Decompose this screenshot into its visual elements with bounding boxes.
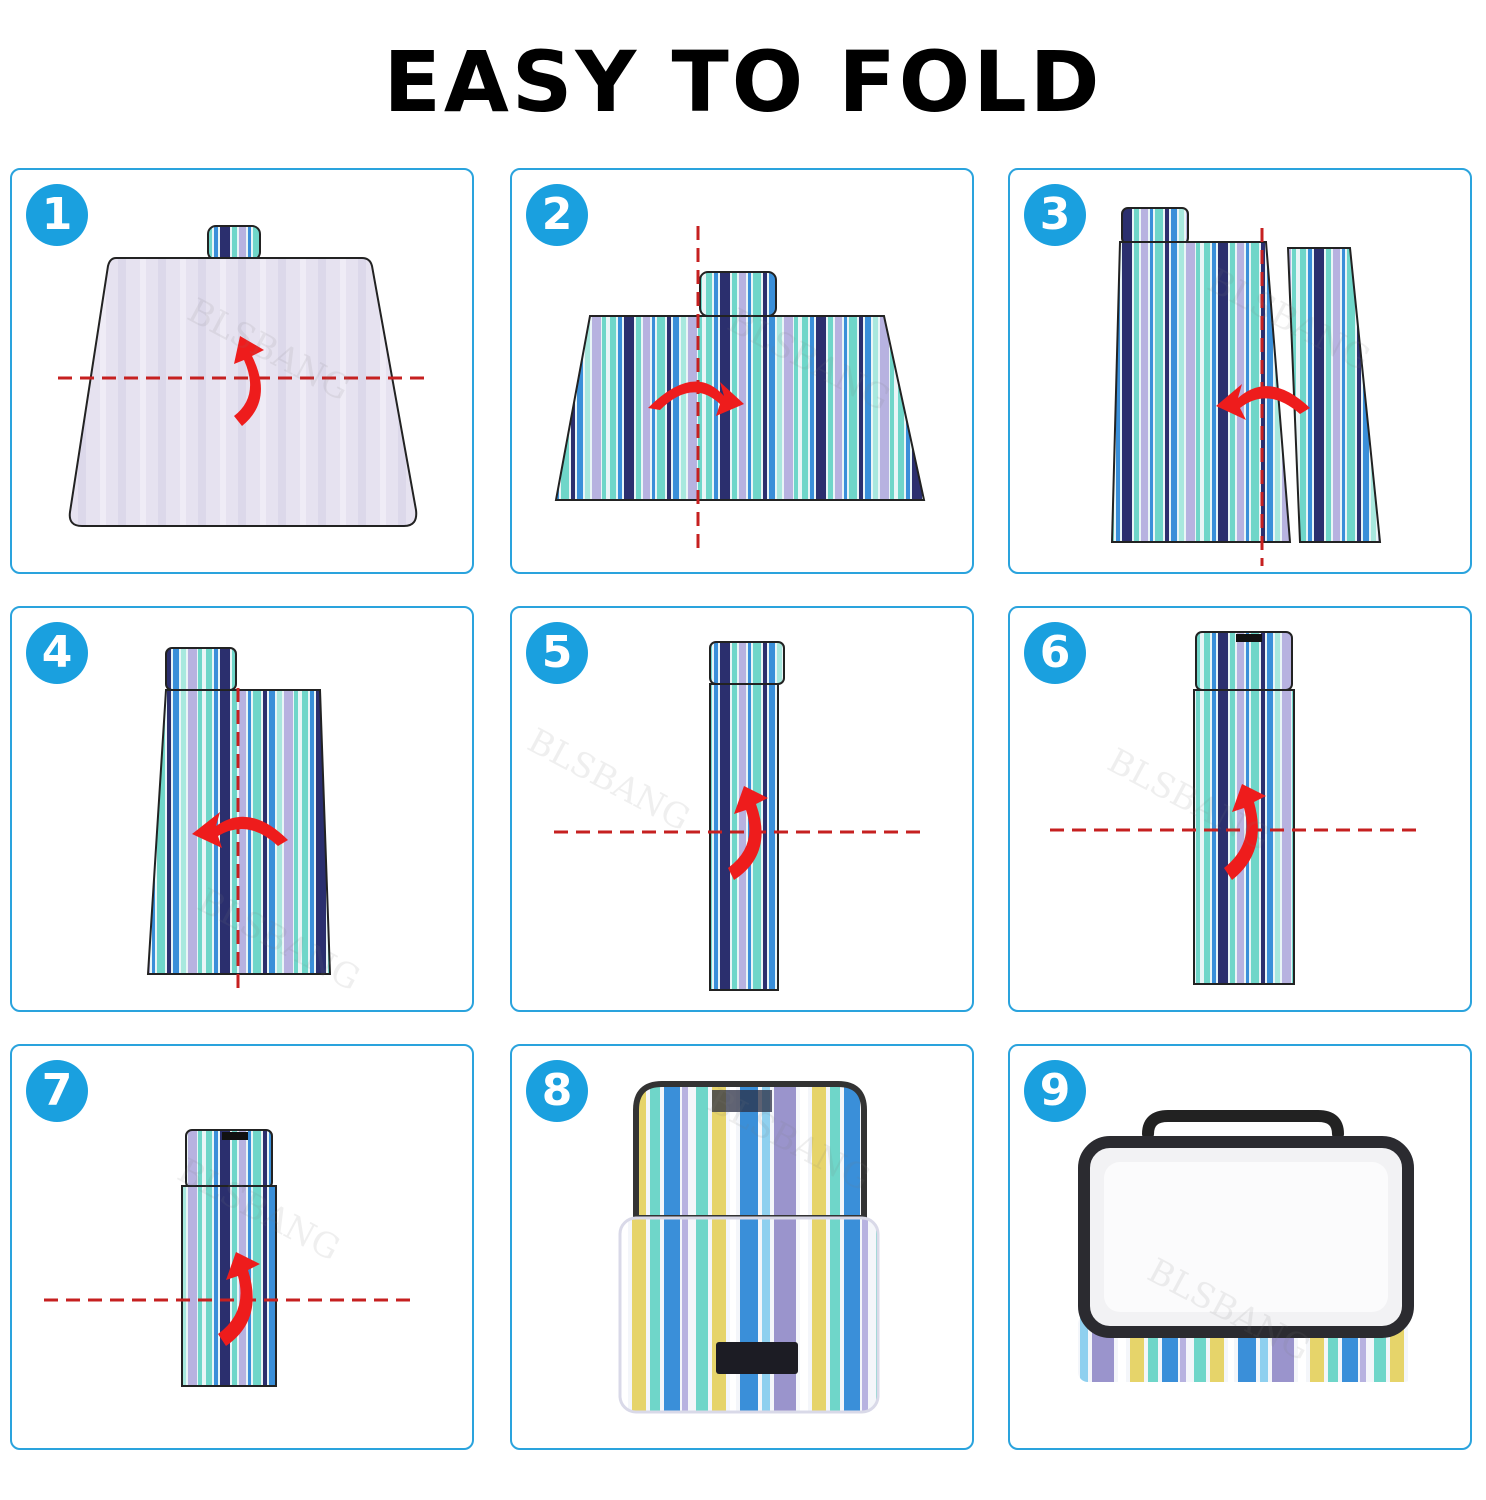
fold-arrow-icon (218, 1252, 260, 1346)
folding-illustration-step-7 (44, 1129, 410, 1387)
step-number-badge: 5 (526, 622, 588, 684)
fold-arrow-icon (234, 336, 264, 426)
step-number-badge: 6 (1024, 622, 1086, 684)
step-number-badge: 1 (26, 184, 88, 246)
step-panel-7: 7 (10, 1044, 474, 1450)
step-panel-8: 8 (510, 1044, 974, 1450)
step-panel-9: 9 (1008, 1044, 1472, 1450)
step-number-badge: 8 (526, 1060, 588, 1122)
step-number-badge: 2 (526, 184, 588, 246)
step-panel-3: 3 (1008, 168, 1472, 574)
folding-illustration-step-2 (554, 226, 926, 554)
folding-illustration-step-4 (146, 647, 332, 992)
folding-illustration-step-8 (618, 1081, 880, 1414)
fold-arrow-icon (1224, 784, 1266, 880)
fold-arrow-icon (648, 381, 744, 416)
step-number-badge: 4 (26, 622, 88, 684)
step-panel-1: 1 (10, 168, 474, 574)
folding-illustration-step-6 (1050, 631, 1416, 985)
step-number-badge: 3 (1024, 184, 1086, 246)
folding-illustration-step-1 (58, 225, 424, 527)
folding-illustration-step-9 (1078, 1110, 1414, 1382)
step-panel-5: 5 (510, 606, 974, 1012)
fold-arrow-icon (1216, 384, 1310, 420)
step-panel-2: 2 (510, 168, 974, 574)
fold-arrow-icon (192, 812, 288, 848)
step-number-badge: 7 (26, 1060, 88, 1122)
page-title: EASY TO FOLD (383, 33, 1103, 131)
folding-illustration-step-5 (554, 641, 920, 991)
step-number-badge: 9 (1024, 1060, 1086, 1122)
step-panel-6: 6 (1008, 606, 1472, 1012)
fold-arrow-icon (728, 786, 768, 880)
folding-illustration-step-3 (1110, 207, 1382, 566)
step-panel-4: 4 (10, 606, 474, 1012)
